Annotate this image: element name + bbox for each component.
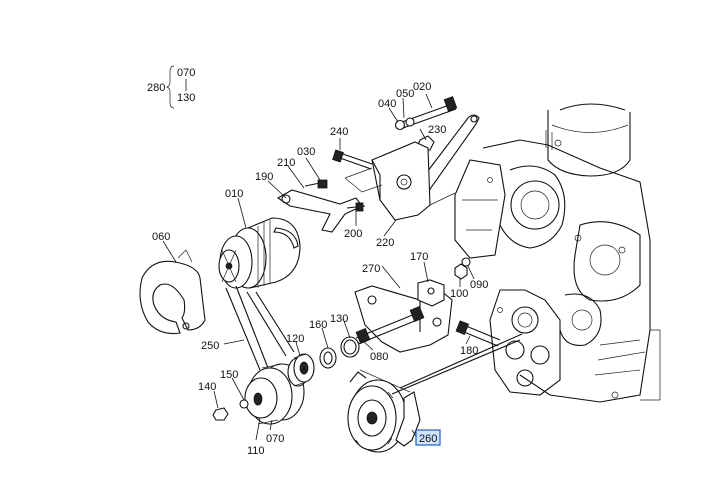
- spacer-120: [287, 336, 360, 387]
- leader-lines: [162, 93, 475, 441]
- part-label-230[interactable]: 230: [428, 124, 446, 136]
- brace-190: [276, 179, 366, 233]
- nut-100: [454, 257, 471, 280]
- part-group-280: 280 070 130: [147, 65, 195, 109]
- part-label-010[interactable]: 010: [225, 188, 243, 200]
- part-label-110[interactable]: 110: [247, 445, 265, 457]
- part-label-130[interactable]: 130: [330, 313, 348, 325]
- bracket-220: [344, 141, 456, 221]
- part-label-160[interactable]: 160: [309, 319, 327, 331]
- shaft-080: [355, 306, 425, 345]
- part-label-080[interactable]: 080: [370, 351, 388, 363]
- part-label-280[interactable]: 280: [147, 82, 165, 94]
- part-labels: 020 050 040 230 240 030 210 190 010 060 …: [152, 81, 488, 457]
- bolt-240: [332, 149, 373, 170]
- part-label-100[interactable]: 100: [450, 288, 468, 300]
- part-label-260-highlighted[interactable]: 260: [415, 429, 441, 446]
- part-label-070-ref[interactable]: 070: [177, 67, 195, 79]
- engine-block: [454, 103, 661, 403]
- part-label-270[interactable]: 270: [362, 263, 380, 275]
- part-label-040[interactable]: 040: [378, 98, 396, 110]
- part-label-220[interactable]: 220: [376, 237, 394, 249]
- part-label-070[interactable]: 070: [266, 433, 284, 445]
- vbelt-250: [225, 285, 295, 371]
- fan-pulley-070: [212, 363, 305, 425]
- part-label-200[interactable]: 200: [344, 228, 362, 240]
- fan-belt: [391, 333, 523, 395]
- part-label-090[interactable]: 090: [470, 279, 488, 291]
- part-label-260[interactable]: 260: [419, 433, 437, 445]
- part-label-240[interactable]: 240: [330, 126, 348, 138]
- part-label-140[interactable]: 140: [198, 381, 216, 393]
- alternator-010: [218, 217, 301, 289]
- part-label-030[interactable]: 030: [297, 146, 315, 158]
- part-label-250[interactable]: 250: [201, 340, 219, 352]
- part-label-130-ref[interactable]: 130: [177, 92, 195, 104]
- part-label-050[interactable]: 050: [396, 88, 414, 100]
- part-label-060[interactable]: 060: [152, 231, 170, 243]
- bolt-180: [455, 320, 501, 347]
- part-label-150[interactable]: 150: [220, 369, 238, 381]
- part-label-170[interactable]: 170: [410, 251, 428, 263]
- strap-060: [139, 249, 206, 335]
- part-label-190[interactable]: 190: [255, 171, 273, 183]
- part-label-120[interactable]: 120: [286, 333, 304, 345]
- part-label-210[interactable]: 210: [277, 157, 295, 169]
- crank-pulley-260: [347, 369, 421, 453]
- adjusting-link: [394, 96, 480, 193]
- bracket-270: [354, 279, 453, 353]
- part-label-180[interactable]: 180: [460, 345, 478, 357]
- highlight-box: [415, 429, 441, 446]
- part-label-020[interactable]: 020: [413, 81, 431, 93]
